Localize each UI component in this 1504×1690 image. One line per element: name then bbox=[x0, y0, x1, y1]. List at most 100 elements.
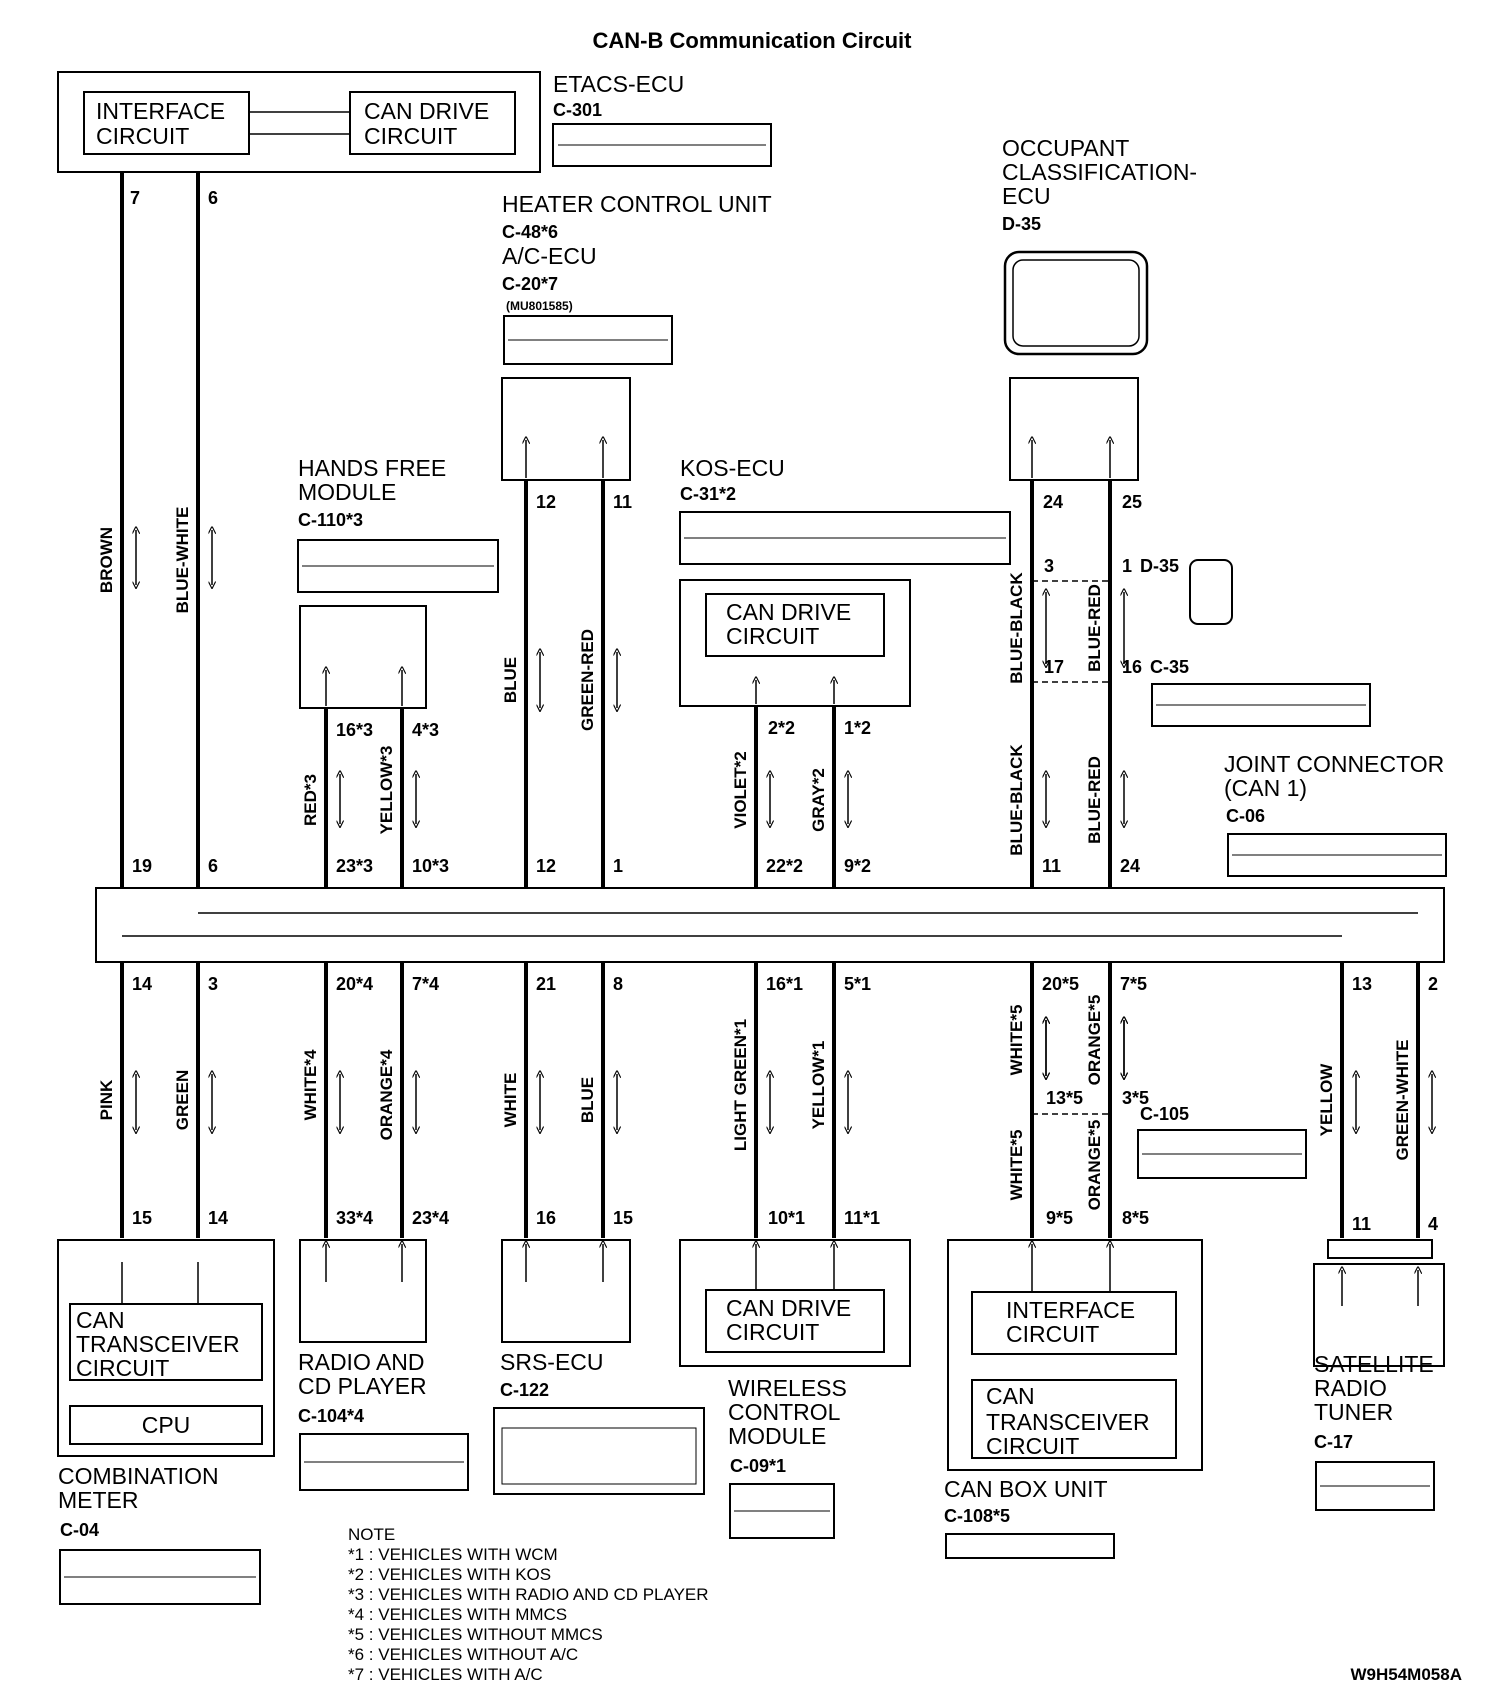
kos-connector-face bbox=[679, 511, 1011, 565]
ac-ecu-name: A/C-ECU bbox=[502, 243, 597, 269]
meter-pin-b: 14 bbox=[208, 1208, 228, 1228]
joint-top-pin: 10*3 bbox=[412, 856, 449, 876]
wire-color-label: ORANGE*4 bbox=[377, 1049, 396, 1140]
radio-pin-b: 23*4 bbox=[412, 1208, 449, 1228]
wire-color-label: WHITE bbox=[501, 1073, 520, 1128]
occupant-connector-face bbox=[1003, 250, 1149, 356]
joint-top-pin: 1 bbox=[613, 856, 623, 876]
radio-name: RADIO AND CD PLAYER bbox=[298, 1349, 431, 1399]
wire-color-label: BLUE bbox=[578, 1077, 597, 1123]
wire-color-label: ORANGE*5 bbox=[1085, 1120, 1104, 1211]
wire-color-label: PINK bbox=[97, 1079, 116, 1120]
canbox-connector-id: C-108*5 bbox=[944, 1506, 1010, 1526]
etacs-name: ETACS-ECU bbox=[553, 71, 684, 97]
c105-label: C-105 bbox=[1140, 1104, 1189, 1124]
etacs-wires bbox=[120, 172, 200, 888]
srs-name: SRS-ECU bbox=[500, 1349, 604, 1375]
wire-color-label: YELLOW*3 bbox=[377, 746, 396, 835]
radio-pin-a: 33*4 bbox=[336, 1208, 373, 1228]
meter-connector-face bbox=[59, 1549, 261, 1605]
radio-connector-id: C-104*4 bbox=[298, 1406, 364, 1426]
wire-color-label: BLUE-BLACK bbox=[1007, 744, 1026, 856]
srs-ecu: SRS-ECU C-122 bbox=[493, 1239, 705, 1495]
hands-free-wires bbox=[324, 708, 404, 888]
joint-bottom-pin: 2 bbox=[1428, 974, 1438, 994]
c35-inline-connector: 17 16 C-35 bbox=[1032, 657, 1371, 727]
joint-top-pin: 9*2 bbox=[844, 856, 871, 876]
joint-connector-face bbox=[1227, 833, 1447, 877]
etacs-connector-face bbox=[552, 123, 772, 167]
canbox-connector-face bbox=[945, 1533, 1115, 1559]
joint-bottom-pin: 8 bbox=[613, 974, 623, 994]
d35-pin-a: 3 bbox=[1044, 556, 1054, 576]
note-item: *5 : VEHICLES WITHOUT MMCS bbox=[348, 1625, 603, 1644]
kos-name: KOS-ECU bbox=[680, 455, 785, 481]
heater-pin-b: 11 bbox=[613, 492, 632, 512]
heater-pin-a: 12 bbox=[536, 492, 556, 512]
joint-top-pin: 22*2 bbox=[766, 856, 803, 876]
wire-color-label: BLUE bbox=[501, 657, 520, 703]
wire-color-label: RED*3 bbox=[301, 774, 320, 826]
wire-color-label: GREEN bbox=[173, 1070, 192, 1130]
wire-color-label: BLUE-WHITE bbox=[173, 507, 192, 614]
heater-name: HEATER CONTROL UNIT bbox=[502, 191, 772, 217]
ac-ecu-connector-id: C-20*7 bbox=[502, 274, 558, 294]
c105-inline-connector: 13*5 3*5 C-105 bbox=[1032, 1088, 1307, 1179]
hands-free-pin-b: 4*3 bbox=[412, 720, 439, 740]
meter-name: COMBINATION METER bbox=[58, 1463, 225, 1513]
satellite-connector-face bbox=[1315, 1461, 1435, 1511]
radio-cd-player: RADIO AND CD PLAYER C-104*4 bbox=[298, 1239, 469, 1491]
occupant-pin-a: 24 bbox=[1043, 492, 1063, 512]
joint-top-pin: 19 bbox=[132, 856, 152, 876]
joint-bottom-pin: 20*4 bbox=[336, 974, 373, 994]
wire-color-label: BLUE-BLACK bbox=[1007, 572, 1026, 684]
c35-pin-a: 17 bbox=[1044, 657, 1064, 677]
occupant-classification-ecu: OCCUPANT CLASSIFICATION- ECU D-35 bbox=[1002, 135, 1197, 481]
kos-connector-id: C-31*2 bbox=[680, 484, 736, 504]
canbox-name: CAN BOX UNIT bbox=[944, 1476, 1108, 1502]
diagram-title: CAN-B Communication Circuit bbox=[593, 28, 913, 53]
hands-free-connector-id: C-110*3 bbox=[298, 510, 363, 530]
note-item: *6 : VEHICLES WITHOUT A/C bbox=[348, 1645, 578, 1664]
heater-connector-face bbox=[503, 315, 673, 365]
notes-header: NOTE bbox=[348, 1525, 395, 1544]
occupant-connector-id: D-35 bbox=[1002, 214, 1041, 234]
canbox-pin-b: 8*5 bbox=[1122, 1208, 1149, 1228]
joint-connector-id: C-06 bbox=[1226, 806, 1265, 826]
wcm-pin-a: 10*1 bbox=[768, 1208, 805, 1228]
wcm-connector-face bbox=[729, 1483, 835, 1539]
srs-connector-face bbox=[493, 1407, 705, 1495]
joint-top-pin: 6 bbox=[208, 856, 218, 876]
srs-connector-id: C-122 bbox=[500, 1380, 549, 1400]
hands-free-module: HANDS FREE MODULE C-110*3 bbox=[297, 455, 499, 709]
srs-pin-a: 16 bbox=[536, 1208, 556, 1228]
joint-top-pin: 23*3 bbox=[336, 856, 373, 876]
wire-color-label: GRAY*2 bbox=[809, 768, 828, 832]
satellite-name: SATELLITE RADIO TUNER bbox=[1314, 1351, 1440, 1425]
figure-id: W9H54M058A bbox=[1351, 1665, 1463, 1684]
satellite-connector-id: C-17 bbox=[1314, 1432, 1353, 1452]
heater-wires bbox=[524, 480, 605, 888]
occupant-wires bbox=[1030, 480, 1112, 888]
meter-cpu-label: CPU bbox=[142, 1412, 191, 1438]
meter-connector-id: C-04 bbox=[60, 1520, 99, 1540]
joint-name: JOINT CONNECTOR (CAN 1) bbox=[1224, 751, 1451, 801]
joint-bottom-pin: 5*1 bbox=[844, 974, 871, 994]
satellite-pin-a: 11 bbox=[1352, 1214, 1371, 1234]
notes-list: *1 : VEHICLES WITH WCM*2 : VEHICLES WITH… bbox=[348, 1545, 709, 1684]
joint-connector: JOINT CONNECTOR (CAN 1) C-06 bbox=[95, 751, 1451, 963]
note-item: *1 : VEHICLES WITH WCM bbox=[348, 1545, 558, 1564]
